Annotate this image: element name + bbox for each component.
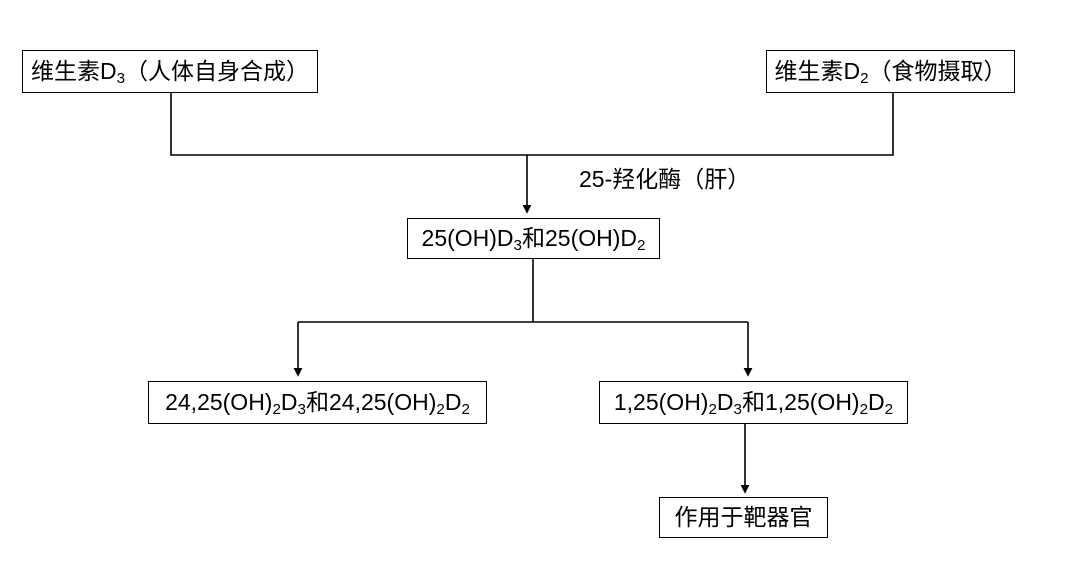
node-24-25-sub3: 2 <box>436 401 445 419</box>
node-vitamin-d2-prefix: 维生素D <box>774 58 861 84</box>
node-25-oh-d-sub1: 3 <box>513 237 522 255</box>
edge-d3-to-25oh <box>170 93 527 156</box>
node-vitamin-d3-label: 维生素D3（人体自身合成） <box>29 58 311 87</box>
node-vitamin-d2-subscript: 2 <box>860 70 869 88</box>
node-1-25-seg4: D <box>868 389 885 415</box>
node-target-organ-label: 作用于靶器官 <box>674 504 813 530</box>
node-25-oh-d-sub2: 2 <box>637 237 646 255</box>
node-1-25-sub1: 2 <box>708 401 717 419</box>
node-target-organ: 作用于靶器官 <box>659 497 828 538</box>
node-24-25-sub4: 2 <box>461 401 470 419</box>
node-1-25-sub3: 2 <box>859 401 869 419</box>
node-vitamin-d2-suffix: （食物摄取） <box>868 58 1007 84</box>
node-vitamin-d3-subscript: 3 <box>116 70 126 88</box>
node-24-25-sub1: 2 <box>272 401 281 419</box>
node-24-25-sub2: 3 <box>297 401 306 419</box>
node-1-25-sub4: 2 <box>884 401 894 419</box>
node-24-25-seg1: 24,25(OH) <box>165 389 273 415</box>
node-vitamin-d3-suffix: （人体自身合成） <box>125 58 310 84</box>
node-vitamin-d3: 维生素D3（人体自身合成） <box>22 50 318 93</box>
node-vitamin-d3-prefix: 维生素D <box>30 58 117 84</box>
node-1-25-oh2-d: 1,25(OH)2D3和1,25(OH)2D2 <box>599 381 908 424</box>
node-24-25-oh2-d: 24,25(OH)2D3和24,25(OH)2D2 <box>148 381 487 424</box>
edge-label-25-hydroxylase: 25-羟化酶（肝） <box>579 166 751 192</box>
node-24-25-seg3: 和24,25(OH) <box>306 389 437 415</box>
node-24-25-oh2-d-label: 24,25(OH)2D3和24,25(OH)2D2 <box>163 389 472 418</box>
node-25-oh-d-seg1: 25(OH)D <box>421 225 514 251</box>
node-24-25-seg2: D <box>280 389 298 415</box>
node-25-oh-d-seg2: 和25(OH)D <box>522 225 638 251</box>
node-1-25-sub2: 3 <box>733 401 742 419</box>
node-vitamin-d2-label: 维生素D2（食物摄取） <box>772 58 1008 87</box>
node-vitamin-d2: 维生素D2（食物摄取） <box>766 50 1015 93</box>
node-25-oh-d-label: 25(OH)D3和25(OH)D2 <box>420 225 648 254</box>
node-24-25-seg4: D <box>444 389 462 415</box>
node-1-25-seg3: 和1,25(OH) <box>742 389 860 415</box>
node-1-25-seg1: 1,25(OH) <box>613 389 709 415</box>
node-1-25-seg2: D <box>716 389 734 415</box>
node-1-25-oh2-d-label: 1,25(OH)2D3和1,25(OH)2D2 <box>612 389 895 418</box>
edge-d2-to-25oh <box>527 93 894 156</box>
node-25-oh-d: 25(OH)D3和25(OH)D2 <box>407 218 660 259</box>
